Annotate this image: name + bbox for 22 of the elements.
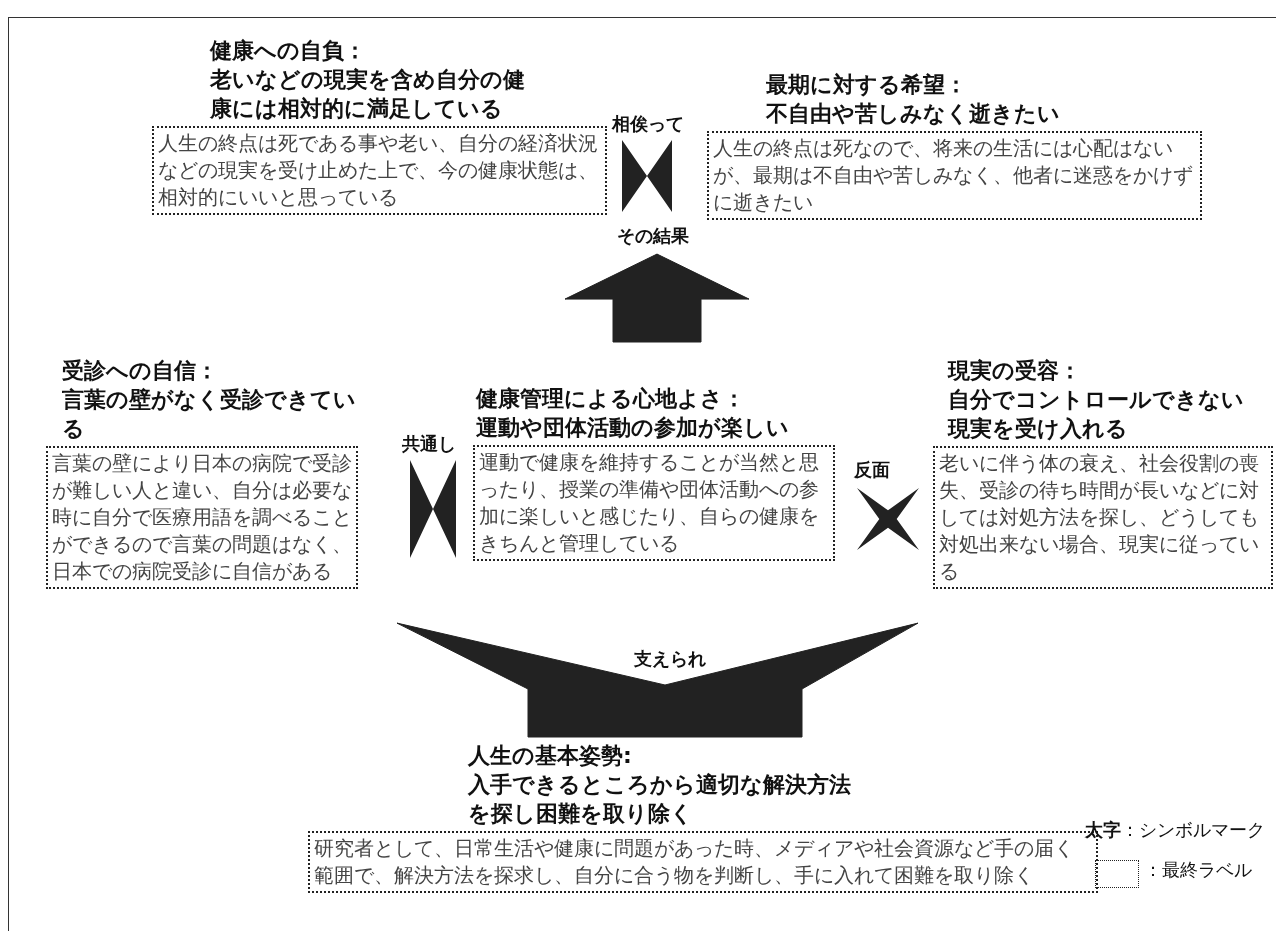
edge-label: その結果 — [615, 224, 691, 249]
heading-text: 受診への自信：言葉の壁がなく受診できている — [62, 357, 357, 444]
edge-label: 支えられ — [632, 647, 708, 671]
block-arrow — [664, 622, 919, 690]
relation-label: 相俟って — [612, 112, 684, 136]
description-box: 人生の終点は死である事や老い、自分の経済状況などの現実を受け止めた上で、今の健康状態は、相対的にいいと思っている — [152, 126, 607, 216]
heading-text: 健康管理による心地よさ：運動や団体活動の参加が楽しい — [476, 385, 790, 443]
description-box: 人生の終点は死なので、将来の生活には心配はないが、最期は不自由や苦しみなく、他者に迷惑をかけずに逝きたい — [707, 131, 1202, 221]
description-box: 運動で健康を維持することが当然と思ったり、授業の準備や団体活動への参加に楽しいと感じたり、自らの健康をきちんと管理している — [473, 445, 835, 562]
block-arrow — [396, 622, 666, 690]
legend-text: ：最終ラベル — [1144, 858, 1252, 882]
heading-text: 最期に対する希望：不自由や苦しみなく逝きたい — [766, 71, 1061, 129]
block-arrow — [527, 688, 803, 738]
block-arrow — [564, 253, 658, 343]
description-box: 言葉の壁により日本の病院で受診が難しい人と違い、自分は必要な時に自分で医療用語を調べることができるので言葉の問題はなく、日本での病院受診に自信がある — [46, 446, 358, 590]
heading-text: 健康への自負：老いなどの現実を含め自分の健康には相対的に満足している — [210, 37, 526, 124]
relation-label: 共通し — [402, 432, 456, 456]
relation-label: 反面 — [854, 458, 890, 482]
block-arrow — [656, 253, 750, 343]
description-box: 老いに伴う体の衰え、社会役割の喪失、受診の待ち時間が長いなどに対しては対処方法を探し、どうしても対処出来ない場合、現実に従っている — [933, 446, 1273, 590]
heading-text: 人生の基本姿勢:入手できるところから適切な解決方法を探し困難を取り除く — [468, 742, 852, 829]
heading-text: 現実の受容：自分でコントロールできない現実を受け入れる — [948, 357, 1245, 444]
